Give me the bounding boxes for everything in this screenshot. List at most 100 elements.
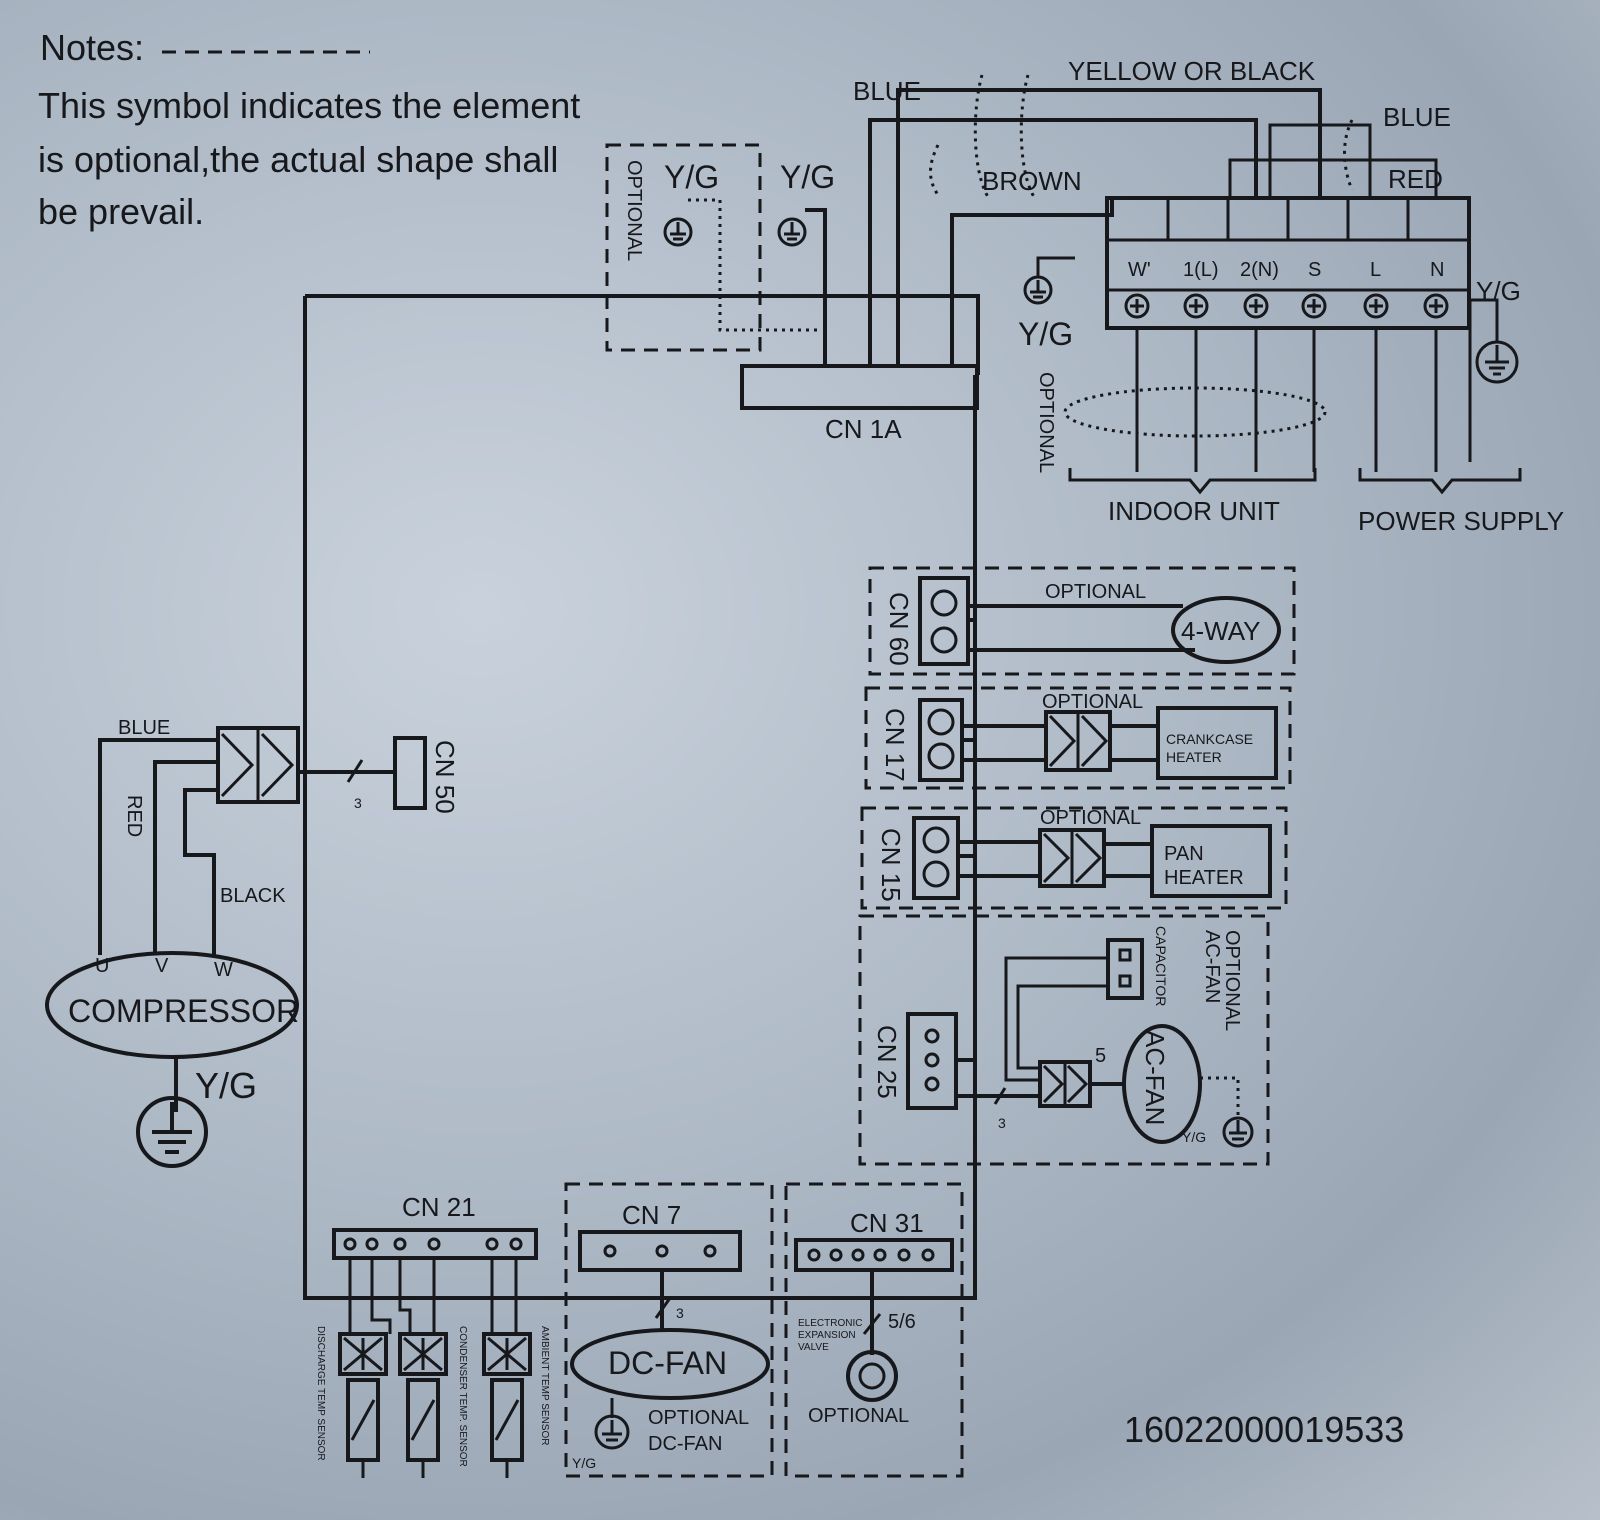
terminal-screws (1124, 293, 1449, 319)
ac-fan-motor (1122, 1024, 1202, 1144)
blue-label: BLUE (853, 76, 921, 106)
indoor-unit-brace (1068, 468, 1317, 495)
power-supply-brace (1358, 468, 1522, 495)
black-compressor-label: BLACK (220, 885, 286, 907)
dc-fan-motor (570, 1328, 770, 1400)
terminal-u-label: U (95, 955, 109, 977)
yg-label: Y/G (780, 159, 835, 195)
optional-dc-2: DC-FAN (648, 1433, 722, 1455)
relay-icon (1044, 710, 1112, 772)
cn15-block: CN 15 OPTIONAL PAN HEATER (860, 806, 1288, 910)
ac-fan-yg: Y/G (1182, 1129, 1206, 1145)
cn60-block: CN 60 OPTIONAL 4-WAY (868, 566, 1296, 676)
optional-vertical-2: OPTIONAL (1035, 372, 1057, 473)
relay-icon (216, 726, 300, 804)
ambient-sensor (482, 1332, 532, 1478)
brown-wire (950, 200, 1114, 366)
right-bus-taps (956, 618, 975, 1062)
cn31-label: CN 31 (850, 1208, 924, 1238)
cn25-count: 3 (998, 1115, 1006, 1131)
pan-label-1: PAN (1164, 843, 1204, 865)
optional-yg-block: OPTIONAL Y/G Y/G (605, 143, 835, 365)
cn50-connector (393, 736, 427, 810)
dc-fan-yg: Y/G (572, 1455, 596, 1471)
four-way-valve (1171, 596, 1281, 664)
optional-acfan-1: OPTIONAL (1221, 930, 1243, 1031)
black-compressor-wire (183, 788, 218, 955)
optional-dc-1: OPTIONAL (648, 1407, 749, 1429)
cn21-label: CN 21 (402, 1192, 476, 1222)
cn60-label: CN 60 (884, 592, 914, 666)
compressor-yg-label: Y/G (195, 1065, 257, 1106)
main-bus-top (305, 294, 980, 375)
optional-box (605, 143, 762, 352)
red-wire (1228, 158, 1438, 200)
brown-label: BROWN (982, 166, 1082, 196)
crankcase-heater (1156, 706, 1278, 780)
ground-icon (663, 217, 693, 247)
notes-line-1: This symbol indicates the element (38, 85, 580, 126)
ac-fan-label: AC-FAN (1140, 1030, 1170, 1125)
cn7-count: 3 (676, 1305, 684, 1321)
ground-icon (1023, 275, 1053, 305)
terminal-v-label: V (155, 955, 169, 977)
discharge-label: DISCHARGE TEMP SENSOR (315, 1326, 326, 1461)
red-compressor-label: RED (123, 795, 145, 837)
relay-icon (1038, 1060, 1092, 1108)
pan-label-2: HEATER (1164, 867, 1244, 889)
condenser-sensor (398, 1332, 448, 1478)
red-label: RED (1388, 164, 1443, 194)
cn25-label: CN 25 (872, 1025, 902, 1099)
terminal-l: L (1370, 259, 1381, 281)
eev-count: 5/6 (888, 1311, 916, 1333)
ground-icon (1222, 1116, 1254, 1148)
cn15-label: CN 15 (876, 828, 906, 902)
notes: Notes: This symbol indicates the element… (38, 27, 580, 232)
power-supply-label: POWER SUPPLY (1358, 506, 1564, 536)
cn7-label: CN 7 (622, 1200, 681, 1230)
relay-icon (1038, 828, 1106, 888)
yg-optional-label: Y/G (664, 159, 719, 195)
cn25-block: CN 25 3 CAPACITOR 5 AC-FAN OPTIONAL AC-F… (858, 914, 1270, 1166)
cn17-label: CN 17 (880, 708, 910, 782)
optional-ground-wire (688, 198, 818, 332)
capacitor-label: CAPACITOR (1153, 926, 1169, 1006)
notes-line-3: be prevail. (38, 191, 204, 232)
ground-wire (805, 208, 827, 365)
optional-wire-marker (1343, 119, 1354, 191)
terminal-w-label: W (214, 959, 233, 981)
crankcase-label-2: HEATER (1166, 749, 1222, 765)
eev-optional-label: OPTIONAL (808, 1405, 909, 1427)
optional-label-2: OPTIONAL (1042, 691, 1143, 713)
power-ground-lead (1468, 298, 1499, 462)
four-way-label: 4-WAY (1181, 616, 1260, 646)
capacitor (1106, 938, 1144, 1000)
dc-fan-label: DC-FAN (608, 1345, 727, 1381)
ground-icon (136, 1096, 208, 1168)
eev-label-2: EXPANSION (798, 1330, 856, 1341)
ambient-label: AMBIENT TEMP SENSOR (539, 1326, 550, 1445)
compressor-section: 3 CN 50 BLUE RED BLACK U V W COMPRESSOR … (45, 717, 460, 1168)
terminal-ground-lead (1036, 256, 1075, 278)
eev-coil (846, 1350, 898, 1402)
optional-vertical-label: OPTIONAL (623, 160, 645, 261)
discharge-sensor (338, 1332, 388, 1478)
terminal-2n: 2(N) (1240, 259, 1279, 281)
main-bus-loop (303, 296, 977, 1300)
compressor-motor (45, 951, 299, 1059)
yg-power-label: Y/G (1476, 276, 1521, 306)
terminal-block: W' 1(L) 2(N) S L N (1105, 196, 1471, 330)
cn7-block: CN 7 3 DC-FAN OPTIONAL DC-FAN Y/G (564, 1182, 774, 1478)
cn50-count: 3 (354, 795, 362, 811)
cn1a-connector (740, 364, 979, 410)
eev-label-3: VALVE (798, 1342, 829, 1353)
optional-wire-marker (929, 144, 940, 196)
terminal-1l: 1(L) (1183, 259, 1219, 281)
blue-compressor-label: BLUE (118, 717, 170, 739)
terminal-w: W' (1128, 259, 1151, 281)
blue-compressor-wire (98, 738, 218, 955)
terminal-leads (1135, 328, 1438, 472)
cn17-block: CN 17 OPTIONAL CRANKCASE HEATER (864, 686, 1292, 790)
cn21-block: CN 21 DISCHARGE TEMP (315, 1192, 550, 1478)
